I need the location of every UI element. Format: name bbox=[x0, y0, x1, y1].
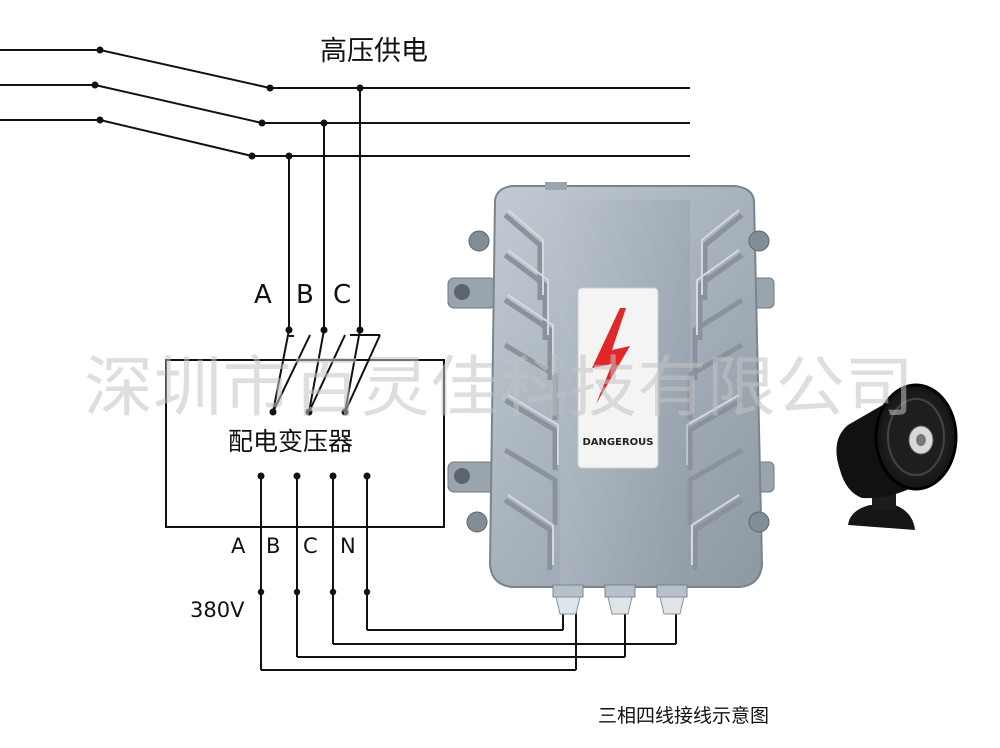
alarm-horn-speaker-icon bbox=[836, 383, 958, 530]
input-phase-c: C bbox=[333, 280, 351, 310]
company-watermark: 深圳市百灵佳科技有限公司 bbox=[84, 349, 914, 426]
output-terminal-a: A bbox=[231, 534, 246, 558]
alarm-host-device: DANGEROUS bbox=[447, 182, 775, 615]
transformer-box bbox=[165, 329, 445, 528]
voltage-label: 380V bbox=[190, 598, 245, 622]
transformer-label: 配电变压器 bbox=[228, 427, 353, 456]
high-voltage-lines bbox=[0, 46, 690, 334]
supply-label: 高压供电 bbox=[320, 36, 428, 67]
cable-glands bbox=[552, 584, 688, 615]
output-wiring bbox=[257, 476, 677, 671]
diagram-caption: 三相四线接线示意图 bbox=[598, 705, 769, 727]
input-phase-a: A bbox=[254, 280, 272, 310]
lightning-bolt-icon bbox=[592, 308, 630, 404]
output-terminal-n: N bbox=[340, 534, 356, 558]
output-terminal-c: C bbox=[303, 534, 318, 558]
output-terminal-b: B bbox=[266, 534, 280, 558]
input-phase-b: B bbox=[296, 280, 314, 310]
device-label: DANGEROUS bbox=[583, 437, 654, 448]
